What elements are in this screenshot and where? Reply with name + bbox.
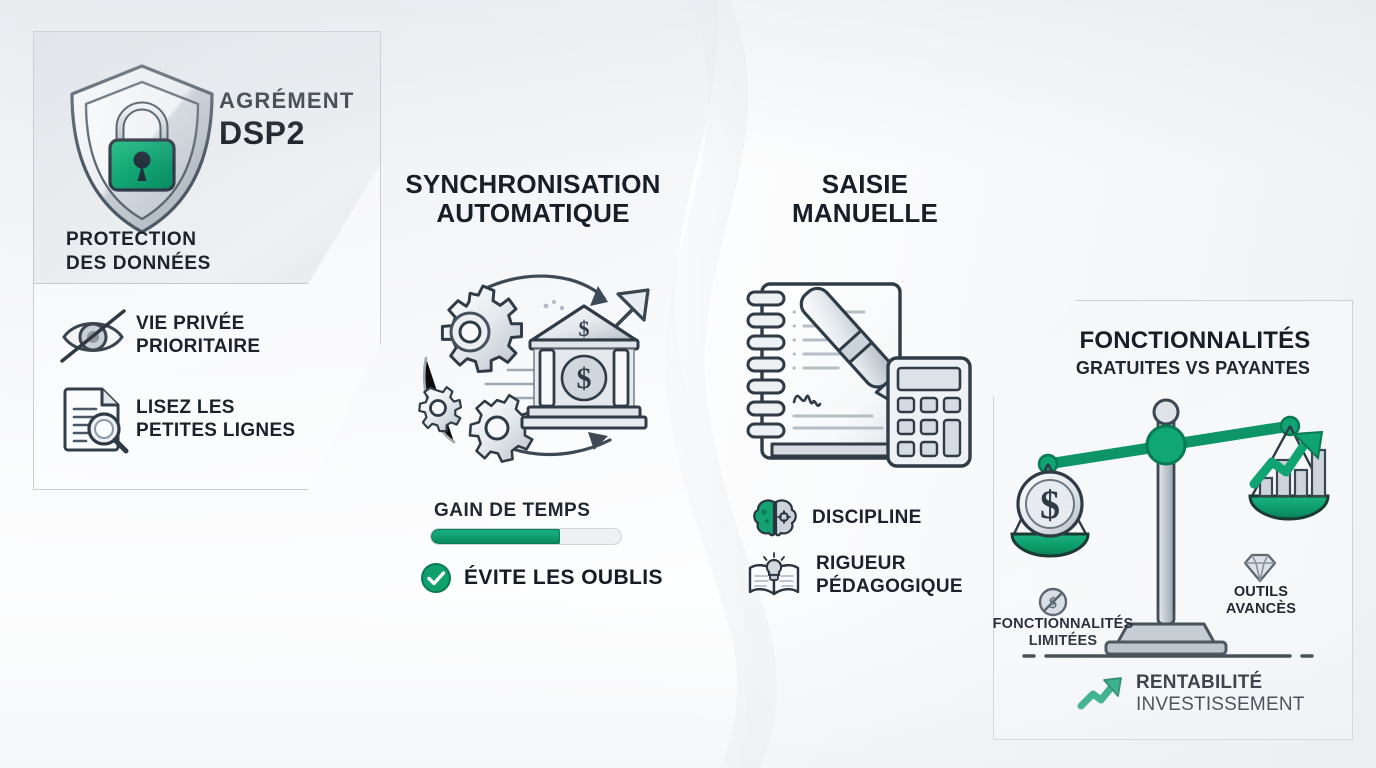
rigueur-line2: PÉDAGOGIQUE [816, 576, 963, 597]
discipline-label: DISCIPLINE [812, 506, 922, 528]
diamond-icon [1242, 552, 1278, 584]
svg-text:$: $ [579, 316, 590, 341]
manual-title-line1: SAISIE [821, 169, 909, 199]
agrement-eyebrow: AGRÉMENT [219, 88, 355, 113]
rigueur-row: RIGUEUR PÉDAGOGIQUE [746, 552, 963, 600]
book-bulb-icon [746, 552, 802, 600]
no-money-icon: $ [1037, 586, 1069, 618]
bullet-privacy-line1: VIE PRIVÉE [136, 313, 245, 334]
progress-fill [431, 529, 561, 544]
gain-de-temps-progressbar[interactable] [430, 528, 622, 545]
rentabilite-regular: INVESTISSEMENT [1136, 693, 1305, 715]
discipline-row: DISCIPLINE [752, 498, 922, 538]
brain-gear-icon [752, 498, 798, 538]
bullet-terms-line2: PETITES LIGNES [136, 420, 296, 442]
sync-title-line1: SYNCHRONISATION [405, 169, 661, 199]
limited-features-line1: FONCTIONNALITÉS [992, 616, 1134, 632]
bullet-privacy-line2: PRIORITAIRE [136, 336, 261, 358]
dsp2-title: DSP2 [219, 115, 305, 151]
advanced-tools-caption: OUTILS AVANCÈS [1198, 584, 1324, 619]
manual-title-line2: MANUELLE [791, 197, 939, 228]
shield-lock-icon [62, 60, 222, 240]
evite-oublis-row: ÉVITE LES OUBLIS [420, 562, 663, 594]
check-circle-icon [420, 562, 452, 594]
evite-oublis-label: ÉVITE LES OUBLIS [464, 566, 663, 589]
bullet-terms-label: LISEZ LES PETITES LIGNES [136, 396, 295, 442]
rigueur-label: RIGUEUR PÉDAGOGIQUE [816, 553, 963, 599]
balance-scale-icon: $ [1010, 392, 1340, 672]
svg-text:$: $ [1040, 482, 1060, 527]
gears-bank-sync-icon: $ $ [412, 262, 662, 474]
bullet-terms-line1: LISEZ LES [136, 397, 235, 418]
rentabilite-row: RENTABILITÉ INVESTISSEMENT [1077, 672, 1305, 716]
svg-text:$: $ [577, 362, 592, 395]
features-subtitle: GRATUITES VS PAYANTES [1075, 358, 1311, 378]
notebook-pen-calculator-icon [742, 262, 978, 478]
bullet-privacy-label: VIE PRIVÉE PRIORITAIRE [136, 312, 260, 358]
protection-caption-line1: PROTECTION [66, 229, 197, 250]
limited-features-line2: LIMITÉES [1028, 633, 1098, 650]
features-title: FONCTIONNALITÉS [1079, 327, 1311, 354]
rentabilite-bold: RENTABILITÉ [1136, 672, 1263, 693]
advanced-tools-line2: AVANCÈS [1225, 601, 1297, 618]
rentabilite-text: RENTABILITÉ INVESTISSEMENT [1136, 672, 1305, 716]
sync-title: SYNCHRONISATION AUTOMATIQUE [398, 170, 668, 227]
eye-slash-icon [58, 303, 132, 369]
protection-caption-line2: DES DONNÉES [66, 252, 211, 274]
protection-caption: PROTECTION DES DONNÉES [66, 228, 211, 276]
gain-de-temps-label: GAIN DE TEMPS [434, 500, 591, 521]
document-magnifier-icon [58, 383, 132, 454]
manual-title: SAISIE MANUELLE [745, 170, 985, 227]
trend-arrow-icon [1077, 676, 1124, 712]
limited-features-caption: FONCTIONNALITÉS LIMITÉES [988, 616, 1138, 651]
sync-title-line2: AUTOMATIQUE [436, 197, 630, 228]
rigueur-line1: RIGUEUR [816, 553, 906, 575]
advanced-tools-line1: OUTILS [1233, 584, 1289, 600]
